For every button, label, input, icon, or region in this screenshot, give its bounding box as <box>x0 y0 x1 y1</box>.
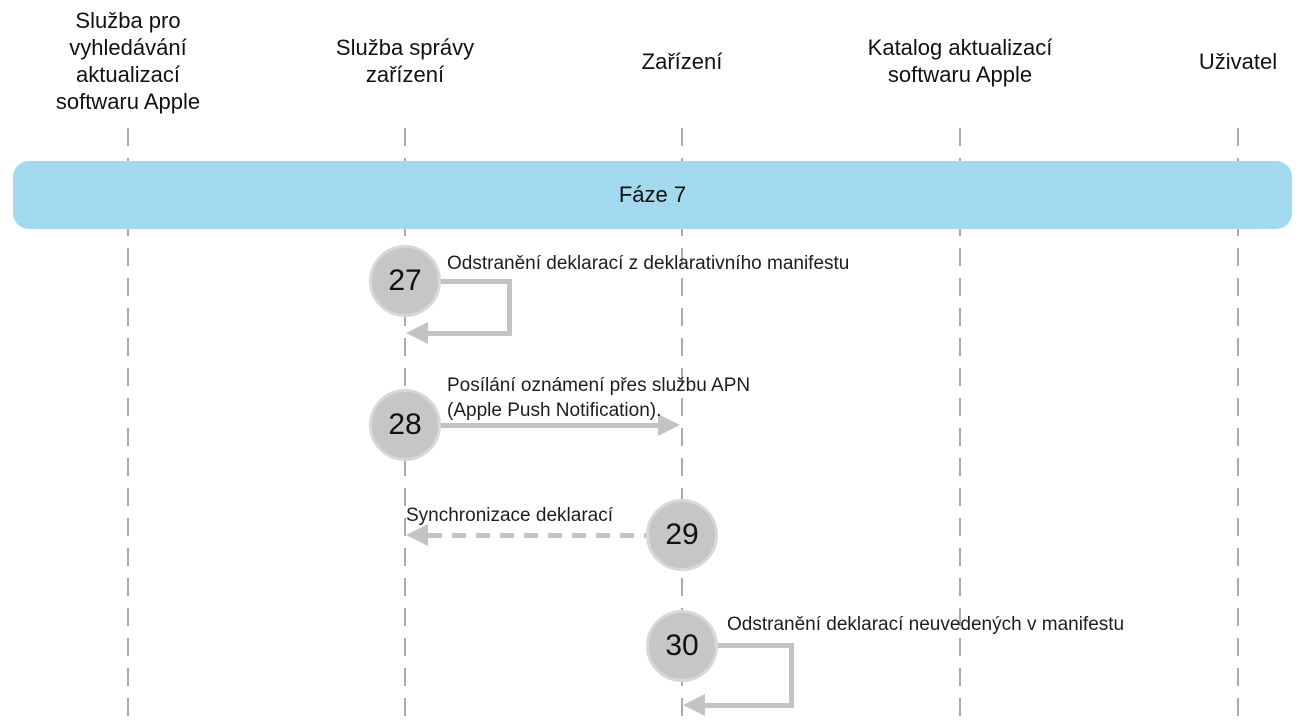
step-29-number: 29 <box>665 518 699 551</box>
step-27-loop-right-line <box>507 279 512 336</box>
step-29-arrowhead-left-icon <box>406 524 428 546</box>
actor-label-device: Zařízení <box>641 49 723 74</box>
step-27-arrowhead-left-icon <box>406 322 428 344</box>
step-27-badge: 27 <box>369 245 441 317</box>
step-28-label: Posílání oznámení přes službu APN (Apple… <box>447 375 751 421</box>
actor-label-apple-software-update-lookup-service: Služba pro vyhledávání aktualizací softw… <box>55 8 201 114</box>
actor-label-user: Uživatel <box>1198 49 1278 74</box>
actor-label-apple-software-update-catalog: Katalog aktualizací softwaru Apple <box>867 35 1053 87</box>
step-28-arrowhead-right-icon <box>658 414 680 436</box>
lifeline-device <box>681 128 683 724</box>
step-30-arrowhead-left-icon <box>683 694 705 716</box>
step-29-badge: 29 <box>646 499 718 571</box>
step-30-loop-bottom-line <box>703 703 794 708</box>
phase-banner-label: Fáze 7 <box>618 182 687 207</box>
actor-label-device-management-service: Služba správy zařízení <box>335 35 475 87</box>
step-29-dashed-arrow-line <box>428 533 646 538</box>
step-27-number: 27 <box>388 264 422 297</box>
phase-banner: Fáze 7 <box>13 161 1292 229</box>
step-28-arrow-line <box>438 423 660 428</box>
step-28-number: 28 <box>388 408 422 441</box>
step-29-label: Synchronizace deklarací <box>406 505 613 526</box>
lifeline-user <box>1237 128 1239 724</box>
step-30-label: Odstranění deklarací neuvedených v manif… <box>727 614 1125 635</box>
step-27-loop-bottom-line <box>426 331 512 336</box>
step-30-badge: 30 <box>646 610 718 682</box>
step-28-badge: 28 <box>369 389 441 461</box>
step-30-loop-top-line <box>715 643 794 648</box>
step-27-label: Odstranění deklarací z deklarativního ma… <box>447 253 850 274</box>
lifeline-apple-software-update-lookup-service <box>127 128 129 724</box>
step-30-number: 30 <box>665 629 699 662</box>
lifeline-apple-software-update-catalog <box>959 128 961 724</box>
step-27-loop-top-line <box>438 279 512 284</box>
step-30-loop-right-line <box>789 643 794 708</box>
